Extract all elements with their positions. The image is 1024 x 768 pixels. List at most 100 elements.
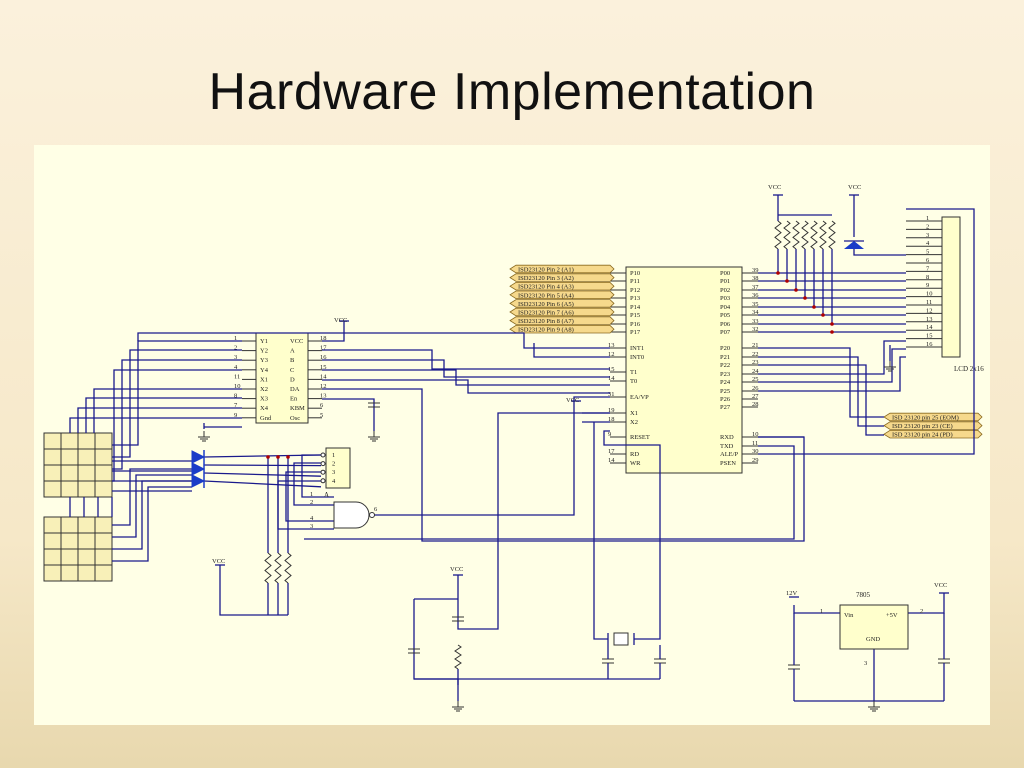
- mcu-pin-num: 11: [752, 440, 758, 447]
- regulator-pin1: 1: [820, 608, 823, 615]
- mcu-pin-left: WR: [630, 460, 641, 467]
- isd-control-tag: ISD 23120 pin 23 (CE): [892, 423, 953, 430]
- mcu-pin-left: P17: [630, 329, 641, 336]
- mcu-pin-right: P06: [720, 321, 731, 328]
- vcc-label-resistors: VCC: [212, 558, 225, 565]
- encoder-pin-num: 15: [320, 364, 327, 371]
- mcu-pin-num: 21: [752, 342, 759, 349]
- vcc-label-led: VCC: [848, 184, 861, 191]
- mcu-pin-num: 18: [608, 416, 615, 423]
- mcu-pin-num: 24: [752, 368, 759, 375]
- isd-tag: ISD23120 Pin 6 (A5): [518, 301, 574, 308]
- circuit-wiring: [69, 194, 975, 712]
- encoder-pin-right: C: [290, 367, 294, 374]
- regulator-pin3: 3: [864, 660, 867, 667]
- encoder-pin-right: DA: [290, 386, 300, 393]
- slide-title: Hardware Implementation: [208, 63, 816, 121]
- mcu-pin-left: T0: [630, 378, 637, 385]
- lcd-pin-num: 12: [926, 307, 933, 314]
- lcd-pin-num: 6: [926, 257, 930, 264]
- encoder-pin-left: Y4: [260, 367, 269, 374]
- mcu-pin-num: 28: [752, 401, 759, 408]
- mcu-pin-num: 33: [752, 318, 759, 325]
- mcu-pin-left: INT1: [630, 345, 644, 352]
- lcd-label: LCD 2x16: [954, 365, 984, 373]
- gate-pin-num: 2: [310, 499, 313, 506]
- mcu-pin-left: X1: [630, 410, 638, 417]
- encoder-pin-num: 2: [234, 345, 237, 352]
- isd-control-tag: ISD 23120 pin 25 (EOM): [892, 415, 959, 422]
- encoder-pin-num: 3: [234, 354, 237, 361]
- mcu-pin-right: RXD: [720, 434, 734, 441]
- keypad-upper: [43, 432, 113, 498]
- mcu-pin-right: P02: [720, 287, 730, 294]
- mcu-pin-right: P01: [720, 278, 730, 285]
- encoder-pin-num: 12: [320, 383, 327, 390]
- connector-pin-num: 1: [332, 452, 335, 459]
- encoder-pin-right: Osc: [290, 415, 300, 422]
- connector-pin-num: 4: [332, 478, 336, 485]
- lcd-pin-num: 1: [926, 215, 929, 222]
- lcd-pin-num: 14: [926, 324, 933, 331]
- keypad-lower: [43, 516, 113, 582]
- lcd-pin-num: 5: [926, 249, 929, 256]
- vcc-label-regulator: VCC: [934, 582, 947, 589]
- mcu-pin-right: P04: [720, 304, 731, 311]
- lcd-pin-num: 3: [926, 232, 929, 239]
- regulator-pin2: 2: [920, 608, 923, 615]
- encoder-pin-num: 4: [234, 364, 238, 371]
- mcu-pin-right: TXD: [720, 443, 734, 450]
- isd-tag: ISD23120 Pin 3 (A2): [518, 275, 574, 282]
- mcu-pin-right: P05: [720, 312, 730, 319]
- encoder-pin-num: 10: [234, 383, 241, 390]
- mcu-pin-left: X2: [630, 419, 638, 426]
- encoder-pin-num: 18: [320, 335, 327, 342]
- mcu-pin-right: P25: [720, 388, 730, 395]
- vcc-label-reset: VCC: [450, 566, 463, 573]
- mcu-pin-num: 36: [752, 292, 759, 299]
- gate-pin-num: 1: [310, 491, 313, 498]
- encoder-pin-left: X4: [260, 405, 269, 412]
- mcu-pin-right: P00: [720, 270, 730, 277]
- mcu-pin-num: 30: [752, 448, 759, 455]
- mcu-pin-num: 22: [752, 351, 759, 358]
- regulator-vin: Vin: [844, 612, 854, 619]
- isd-tag: ISD23120 Pin 9 (A8): [518, 327, 574, 334]
- isd-tag: ISD23120 Pin 2 (A1): [518, 267, 574, 274]
- encoder-pin-right: B: [290, 357, 295, 364]
- 12v-label: 12V: [786, 590, 798, 597]
- pullup-resistor-network: [777, 195, 833, 325]
- mcu-pin-right: ALE/P: [720, 451, 738, 458]
- encoder-pin-left: Gnd: [260, 415, 272, 422]
- encoder-pin-num: 8: [234, 393, 237, 400]
- mcu-pin-num: 12: [608, 351, 615, 358]
- mcu-pin-num: 31: [608, 391, 615, 398]
- encoder-pin-num: 9: [234, 412, 237, 419]
- mcu-pin-num: 27: [752, 393, 759, 400]
- mcu-pin-left: INT0: [630, 354, 644, 361]
- encoder-pin-num: 6: [320, 402, 324, 409]
- lcd-pin-num: 11: [926, 299, 932, 306]
- encoder-pin-num: 16: [320, 354, 327, 361]
- lcd-pin-num: 10: [926, 291, 933, 298]
- lcd-pin-num: 9: [926, 282, 929, 289]
- isd-address-tags: ISD23120 Pin 2 (A1)ISD23120 Pin 3 (A2) IS…: [509, 264, 615, 334]
- mcu-pin-left: EA/VP: [630, 394, 649, 401]
- mcu-pin-right: P23: [720, 371, 730, 378]
- mcu-pin-num: 37: [752, 284, 759, 291]
- gate-output-pin: 6: [374, 506, 378, 513]
- mcu-pin-num: 19: [608, 407, 615, 414]
- encoder-pin-num: 7: [234, 402, 238, 409]
- encoder-pin-right: VCC: [290, 338, 303, 345]
- mcu-pin-num: 17: [608, 448, 615, 455]
- connector-pin-num: 2: [332, 461, 335, 468]
- mcu-pin-left: RD: [630, 451, 639, 458]
- mcu-pin-left: P13: [630, 295, 640, 302]
- encoder-pin-num: 11: [234, 373, 240, 380]
- mcu-pin-num: 35: [752, 301, 759, 308]
